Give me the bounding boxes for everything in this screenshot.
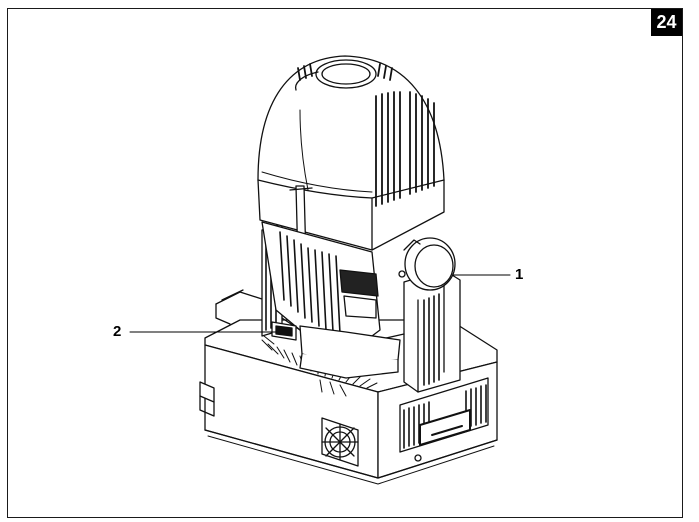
side-heatsink — [399, 377, 489, 453]
control-plate — [271, 321, 401, 379]
knob-screw — [398, 270, 406, 278]
figure-number-badge: 24 — [651, 9, 682, 36]
callout-2-label: 2 — [113, 323, 122, 340]
projector-head — [257, 55, 456, 346]
screw — [414, 454, 422, 462]
callout-1-label: 1 — [515, 266, 524, 283]
figure-frame — [7, 8, 683, 518]
fan-grille — [321, 417, 359, 467]
